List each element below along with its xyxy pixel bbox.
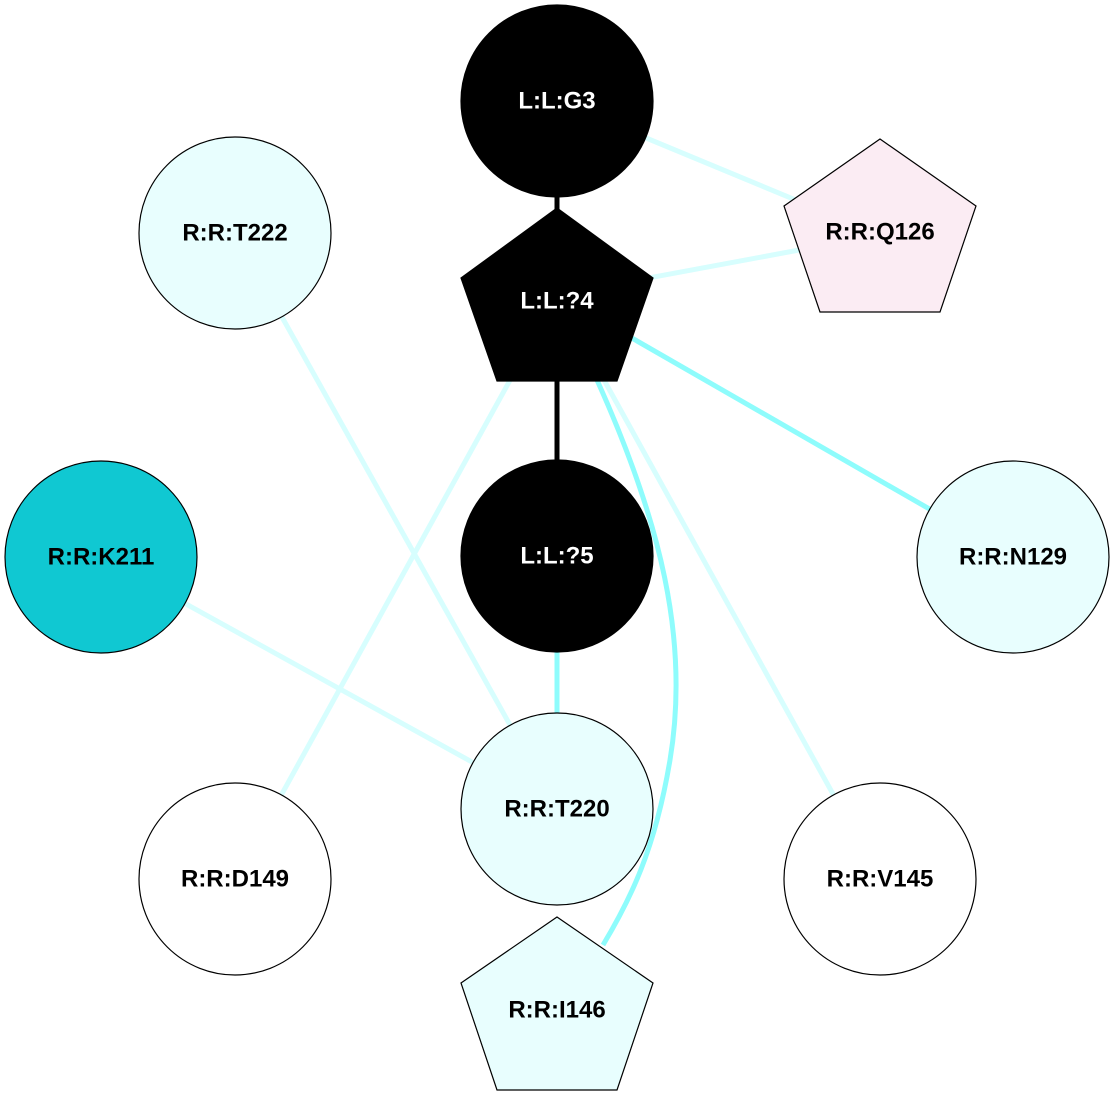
node-i146[interactable]: R:R:I146 (460, 916, 654, 1091)
node-l4[interactable]: L:L:?4 (460, 207, 654, 382)
node-label: R:R:N129 (959, 544, 1067, 571)
nodes-layer: L:L:G3L:L:?4L:L:?5 R:R:T222 R:R:Q126R:R:K2… (4, 4, 1110, 1091)
node-t220[interactable]: R:R:T220 (460, 712, 654, 906)
circle-node-shape (460, 459, 654, 653)
node-label: R:R:T220 (504, 796, 609, 823)
edge-l4-d149 (232, 293, 560, 881)
node-label: R:R:I146 (508, 997, 605, 1024)
circle-node-shape (460, 712, 654, 906)
node-q126[interactable]: R:R:Q126 (783, 138, 977, 313)
node-l5[interactable]: L:L:?5 (460, 459, 654, 653)
node-label: L:L:?4 (520, 288, 594, 315)
edge-t222-t220 (232, 231, 560, 811)
circle-node-shape (783, 782, 977, 976)
circle-node-shape (4, 460, 198, 654)
pentagon-node-shape (783, 138, 977, 313)
node-label: R:R:V145 (827, 866, 934, 893)
pentagon-node-shape (460, 207, 654, 382)
node-label: R:R:D149 (181, 866, 289, 893)
circle-node-shape (916, 460, 1110, 654)
edge-l4-v145 (554, 293, 883, 881)
node-label: R:R:Q126 (825, 219, 934, 246)
node-label: R:R:T222 (182, 220, 287, 247)
node-n129[interactable]: R:R:N129 (916, 460, 1110, 654)
node-k211[interactable]: R:R:K211 (4, 460, 198, 654)
circle-node-shape (138, 136, 332, 330)
node-label: L:L:?5 (520, 543, 593, 570)
node-label: L:L:G3 (518, 88, 595, 115)
node-d149[interactable]: R:R:D149 (138, 782, 332, 976)
node-t222[interactable]: R:R:T222 (138, 136, 332, 330)
circle-node-shape (138, 782, 332, 976)
node-g3[interactable]: L:L:G3 (460, 4, 654, 198)
edge-l4-i146 (594, 378, 679, 947)
circle-node-shape (460, 4, 654, 198)
node-v145[interactable]: R:R:V145 (783, 782, 977, 976)
pentagon-node-shape (460, 916, 654, 1091)
node-label: R:R:K211 (48, 544, 155, 571)
